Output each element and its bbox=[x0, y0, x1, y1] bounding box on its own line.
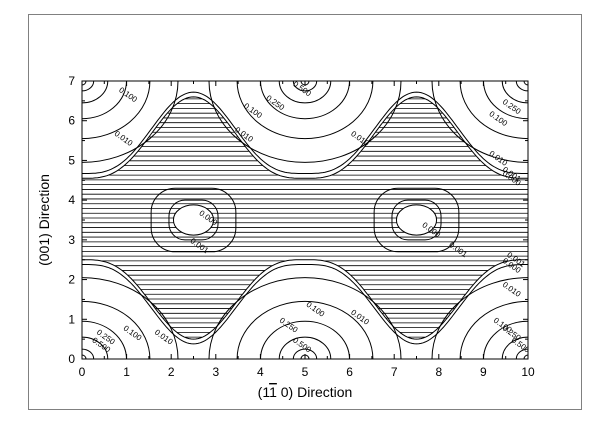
contour-label: 0.001 bbox=[447, 240, 469, 259]
x-axis-title-part-1: (1 bbox=[258, 384, 271, 400]
hatched-region bbox=[82, 98, 528, 338]
x-axis-title-part-3: 0) Direction bbox=[277, 384, 352, 400]
contour-line bbox=[292, 348, 318, 359]
contour-label: 0.010 bbox=[501, 280, 523, 299]
contour-label: 0.250 bbox=[278, 316, 300, 335]
peak-marker bbox=[82, 354, 87, 359]
contour-label: 0.100 bbox=[122, 324, 144, 343]
x-tick-label: 4 bbox=[257, 365, 264, 379]
contour-label: 0.100 bbox=[117, 85, 139, 104]
contour-line bbox=[278, 81, 332, 104]
contour-lines bbox=[82, 81, 528, 359]
x-axis-title-barred-index: 1 bbox=[269, 384, 277, 400]
x-tick-label: 7 bbox=[391, 365, 398, 379]
contour-line bbox=[168, 199, 219, 241]
contour-label: 0.010 bbox=[349, 129, 371, 148]
contour-label: 0.250 bbox=[501, 97, 523, 116]
contour-line bbox=[260, 81, 350, 120]
contour-line bbox=[431, 81, 528, 163]
x-tick-label: 6 bbox=[346, 365, 353, 379]
plot-area-border bbox=[81, 80, 529, 360]
contour-line bbox=[431, 277, 528, 359]
peak-marker bbox=[523, 81, 528, 86]
peak-marker bbox=[523, 354, 528, 359]
y-tick-label: 0 bbox=[68, 352, 75, 366]
contour-line bbox=[82, 91, 528, 174]
x-tick-label: 10 bbox=[521, 365, 535, 379]
x-axis-title: (11 0) Direction bbox=[258, 384, 353, 400]
contour-label: 0.100 bbox=[305, 300, 327, 319]
x-tick-label: 5 bbox=[302, 365, 309, 379]
contour-line bbox=[373, 187, 460, 253]
y-tick-label: 6 bbox=[68, 114, 75, 128]
x-tick-label: 0 bbox=[79, 365, 86, 379]
contour-line bbox=[208, 277, 402, 359]
contour-line bbox=[82, 81, 179, 163]
contour-line bbox=[208, 81, 402, 163]
contour-label: 0.010 bbox=[349, 308, 371, 327]
y-tick-label: 4 bbox=[68, 193, 75, 207]
contour-line bbox=[292, 81, 318, 92]
x-tick-label: 2 bbox=[168, 365, 175, 379]
y-tick-label: 5 bbox=[68, 153, 75, 167]
contour-label: 0.010 bbox=[113, 129, 135, 148]
contour-line bbox=[395, 204, 438, 236]
x-tick-label: 8 bbox=[435, 365, 442, 379]
contour-line bbox=[82, 259, 528, 340]
contour-line bbox=[150, 187, 237, 253]
x-tick-label: 3 bbox=[212, 365, 219, 379]
y-tick-label: 3 bbox=[68, 233, 75, 247]
contour-line bbox=[172, 204, 215, 236]
y-tick-label: 1 bbox=[68, 312, 75, 326]
peak-marker bbox=[82, 81, 87, 86]
y-axis-title: (001) Direction bbox=[36, 174, 52, 266]
contour-line bbox=[391, 199, 442, 241]
contour-line bbox=[82, 96, 528, 179]
axis-ticks bbox=[81, 80, 529, 360]
y-axis-tick-labels: 0 1 2 3 4 5 6 7 bbox=[68, 74, 75, 366]
contour-line bbox=[236, 81, 374, 140]
y-tick-label: 7 bbox=[68, 74, 75, 88]
contour-line bbox=[459, 300, 528, 359]
y-tick-label: 2 bbox=[68, 273, 75, 287]
x-tick-label: 1 bbox=[123, 365, 130, 379]
contour-label: 0.500 bbox=[291, 336, 313, 355]
x-axis-tick-labels: 0 1 2 3 4 5 6 7 8 9 10 bbox=[79, 365, 535, 379]
contour-line bbox=[82, 300, 151, 359]
contour-line bbox=[82, 264, 528, 345]
x-tick-label: 9 bbox=[480, 365, 487, 379]
contour-label: 0.100 bbox=[487, 109, 509, 128]
